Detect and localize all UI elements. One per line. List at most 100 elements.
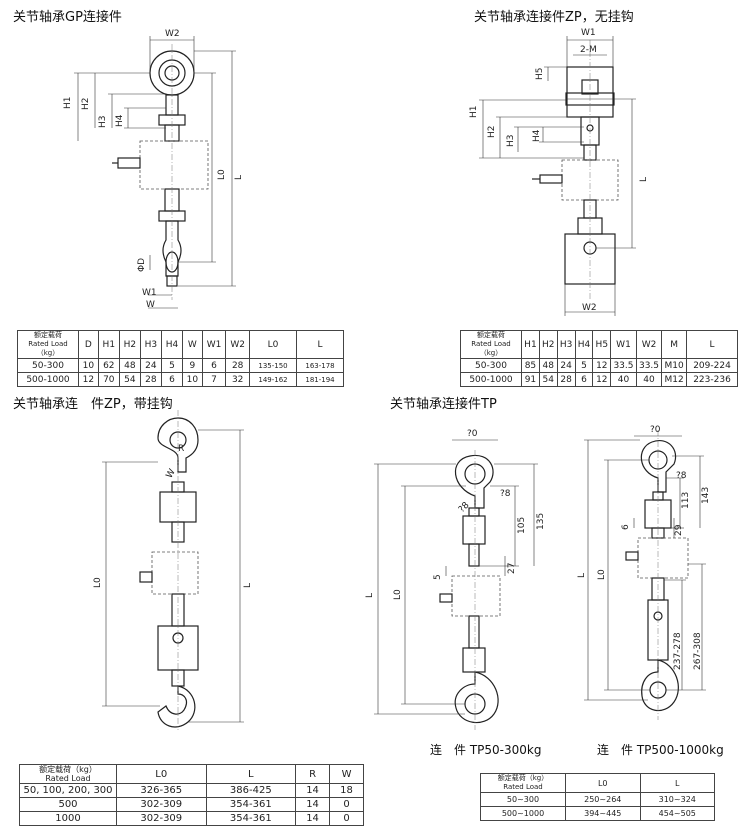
cell: 12 <box>592 358 612 373</box>
cell: 223-236 <box>686 372 738 387</box>
zp-dim-l: L <box>639 177 649 182</box>
tpl-dim-phi20: ?0 <box>650 425 661 435</box>
col-h3: H3 <box>556 330 576 359</box>
col-h4: H4 <box>574 330 594 359</box>
cell: 91 <box>521 372 540 387</box>
zp-dim-w2: W2 <box>582 303 597 313</box>
tpl-dim-6: 6 <box>621 524 631 530</box>
header-en: Rated Load（kg） <box>471 340 511 357</box>
zph-dim-l0: L0 <box>93 577 103 588</box>
cell: 5 <box>160 358 183 373</box>
cell: 40 <box>610 372 637 387</box>
header-en: Rated Load <box>503 783 543 791</box>
tpl-top-hook <box>640 440 677 493</box>
cell: 62 <box>97 358 120 373</box>
cell: 326-365 <box>116 783 207 798</box>
col-h1: H1 <box>97 330 120 359</box>
table-header-rated-load: 额定载荷（kg） Rated Load <box>19 764 117 784</box>
zph-dim-w: W <box>165 467 178 480</box>
zp-dim-2m: 2-M <box>580 45 597 55</box>
cell: 54 <box>538 372 558 387</box>
table-header-rated-load: 额定载荷 Rated Load（kg） <box>460 330 522 359</box>
table-header-rated-load: 额定载荷（kg） Rated Load <box>480 773 566 793</box>
cell: M12 <box>661 372 687 387</box>
cell: 14 <box>295 783 331 798</box>
cell: 12 <box>592 372 612 387</box>
cell: 48 <box>118 358 141 373</box>
cell: 149-162 <box>249 372 297 387</box>
header-en: Rated Load <box>45 774 91 783</box>
tp-small-drawing: ?0 ?8 ?8 105 135 27 5 L0 L <box>365 429 546 730</box>
zph-bottom-hook <box>157 685 196 728</box>
cell: 32 <box>225 372 250 387</box>
table-zp: 额定载荷 Rated Load（kg） H1 H2 H3 H4 H5 W1 W2… <box>460 330 738 387</box>
tps-bottom-eye <box>454 671 499 724</box>
tpl-dim-113: 113 <box>681 492 691 509</box>
table-header: 额定载荷 Rated Load（kg） D H1 H2 H3 H4 W W1 W… <box>17 330 344 359</box>
zph-loadcell <box>151 551 199 595</box>
cell: 24 <box>556 358 576 373</box>
cell: 0 <box>329 811 364 826</box>
cell: 0 <box>329 797 364 812</box>
zp-dim-w1: W1 <box>581 28 596 38</box>
col-w2: W2 <box>225 330 250 359</box>
tps-swivel <box>462 515 486 545</box>
tps-lower-swivel <box>462 647 486 673</box>
tpl-dim-phi8: ?8 <box>676 471 687 481</box>
tps-dim-5: 5 <box>433 574 443 580</box>
cell: 48 <box>538 358 558 373</box>
col-w1: W1 <box>610 330 637 359</box>
gp-dim-l: L <box>234 175 244 180</box>
cell: M10 <box>661 358 687 373</box>
cell: 7 <box>201 372 227 387</box>
cell: 28 <box>556 372 576 387</box>
cell: 50-300 <box>460 358 522 373</box>
cell: 40 <box>635 372 663 387</box>
tpl-dim-237: 237-278 <box>673 632 683 670</box>
header-cn: 额定载荷（kg） <box>39 765 97 774</box>
header-cn: 额定载荷（kg） <box>497 774 549 782</box>
gp-lower-bearing <box>162 220 182 277</box>
tpl-dim-29: 29 <box>674 524 684 536</box>
cell: 302-309 <box>116 811 207 826</box>
cell: 33.5 <box>610 358 637 373</box>
col-h2: H2 <box>118 330 141 359</box>
cell: 9 <box>181 358 203 373</box>
title-zp-no-hook: 关节轴承连接件ZP，无挂钩 <box>474 10 634 25</box>
cell: 28 <box>139 372 162 387</box>
cell: 50~300 <box>480 792 566 807</box>
gp-loadcell <box>139 140 209 190</box>
cell: 70 <box>97 372 120 387</box>
cell: 163-178 <box>296 358 344 373</box>
zp-dim-h3: H3 <box>506 135 516 148</box>
gp-dim-h4: H4 <box>115 114 125 127</box>
tps-dim-l0: L0 <box>393 589 403 600</box>
tps-dim-135: 135 <box>536 513 546 530</box>
title-tp: 关节轴承连接件TP <box>390 397 497 412</box>
table-header: 额定载荷（kg） Rated Load L0 L R W <box>19 764 364 784</box>
table-gp: 额定载荷 Rated Load（kg） D H1 H2 H3 H4 W W1 W… <box>17 330 344 387</box>
col-l0: L0 <box>249 330 297 359</box>
caption-tp-large: 连 件 TP500-1000kg <box>597 743 724 757</box>
header-cn: 额定载荷 <box>34 331 62 339</box>
gp-connector <box>117 157 141 169</box>
cell: 454~505 <box>639 806 715 821</box>
tps-top-hook <box>454 454 494 509</box>
cell: 12 <box>78 372 99 387</box>
table-header-rated-load: 额定载荷 Rated Load（kg） <box>17 330 79 359</box>
tps-dim-105: 105 <box>517 517 527 534</box>
gp-dim-h2: H2 <box>81 98 91 111</box>
cell: 310~324 <box>639 792 715 807</box>
table-header: 额定载荷（kg） Rated Load L0 L <box>480 773 715 793</box>
cell: 10 <box>181 372 203 387</box>
cell: 181-194 <box>296 372 344 387</box>
